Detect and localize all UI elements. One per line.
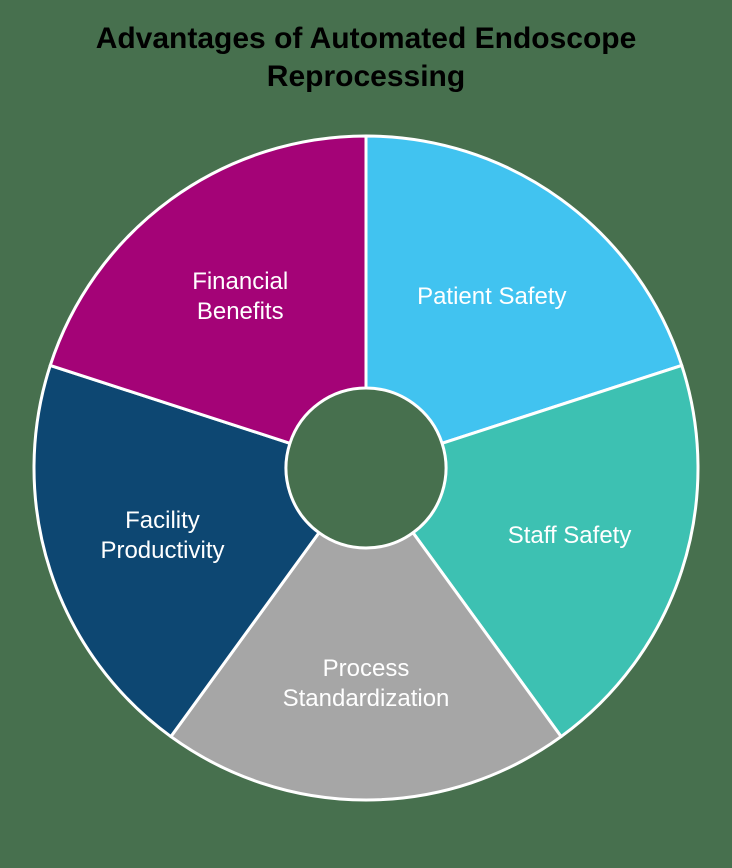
donut-segment-label-line: Staff Safety bbox=[508, 522, 632, 549]
donut-segment-label-patient-safety: Patient Safety bbox=[417, 283, 566, 310]
donut-segment-label-line: Facility bbox=[125, 507, 200, 534]
donut-segment-label-staff-safety: Staff Safety bbox=[508, 522, 632, 549]
donut-segment-staff-safety bbox=[411, 363, 700, 739]
donut-segment-label-line: Financial bbox=[192, 268, 288, 295]
chart-title: Advantages of Automated Endoscope Reproc… bbox=[0, 20, 732, 96]
donut-segment-patient-safety bbox=[364, 134, 684, 445]
donut-segment-facility-productivity bbox=[32, 363, 321, 739]
donut-segment-process-standardization bbox=[169, 531, 563, 802]
chart-title-line: Advantages of Automated Endoscope bbox=[95, 22, 637, 55]
donut-segment-label-line: Productivity bbox=[100, 537, 224, 564]
donut-segment-label-line: Patient Safety bbox=[417, 283, 566, 310]
donut-segment-label-line: Benefits bbox=[197, 298, 284, 325]
donut-segment-label-line: Process bbox=[323, 655, 410, 682]
donut-segment-financial-benefits bbox=[48, 134, 368, 445]
donut-segment-label-line: Standardization bbox=[283, 685, 450, 712]
chart-title-line: Reprocessing bbox=[266, 60, 466, 93]
